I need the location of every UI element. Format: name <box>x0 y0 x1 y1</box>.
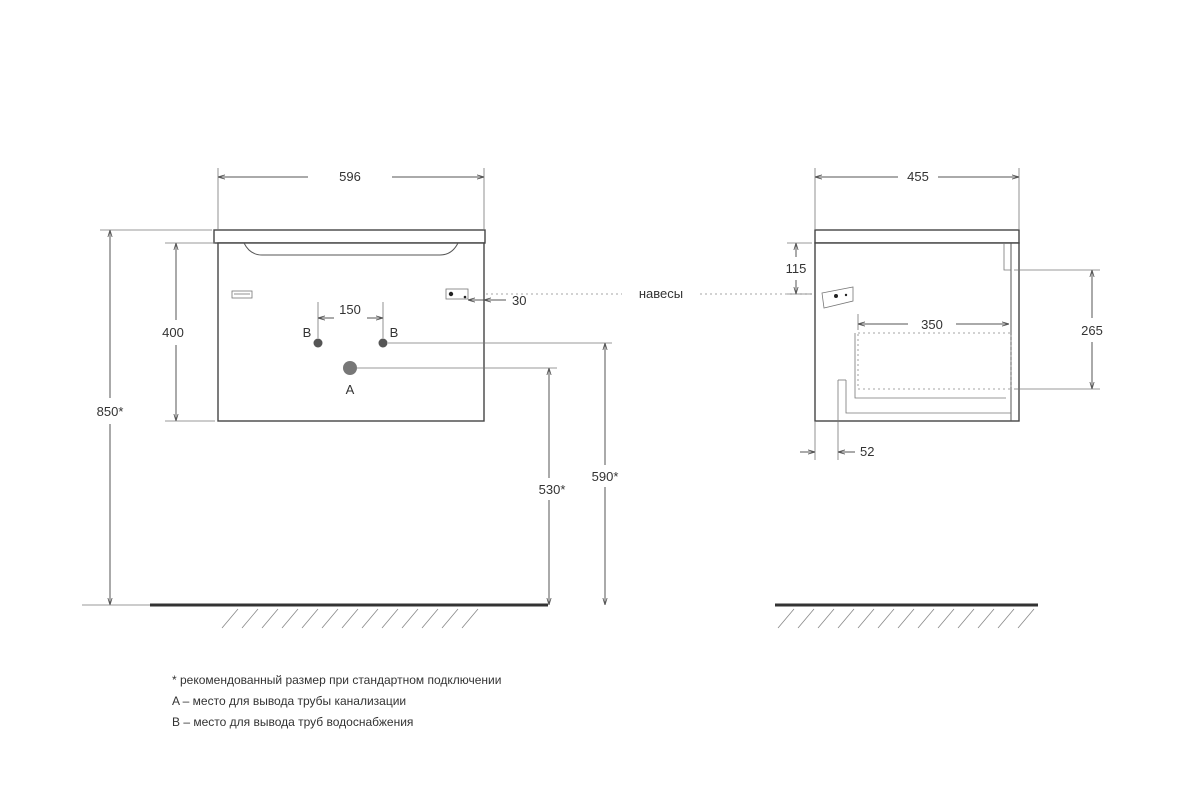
total-height-label: 850* <box>97 404 124 419</box>
drawer-depth-label: 350 <box>921 317 943 332</box>
legend-notes: * рекомендованный размер при стандартном… <box>172 670 501 733</box>
front-hinge-right <box>445 288 469 300</box>
hinge-offset-label: 30 <box>512 293 526 308</box>
front-handle-groove <box>243 242 459 256</box>
side-hinge-bracket <box>821 286 854 309</box>
pipe-b-right-marker <box>378 338 388 348</box>
front-height-label: 400 <box>162 325 184 340</box>
front-floor-hatch <box>221 608 479 629</box>
front-width-label: 596 <box>339 169 361 184</box>
side-drawer-box <box>857 332 1012 390</box>
hinge-height-label: 115 <box>786 261 807 276</box>
front-countertop <box>213 229 486 244</box>
side-countertop <box>814 229 1020 244</box>
pipe-b-right-label: B <box>390 325 399 340</box>
pipe-b-left-marker <box>313 338 323 348</box>
offset-label: 52 <box>860 444 874 459</box>
drawer-height-label: 265 <box>1081 323 1103 338</box>
pipe-b-left-label: B <box>303 325 312 340</box>
note-water-pipes: B – место для вывода труб водоснабжения <box>172 715 414 729</box>
pipe-a-label: A <box>346 382 355 397</box>
note-recommended-size: * рекомендованный размер при стандартном… <box>172 673 502 687</box>
front-cabinet-body <box>217 242 485 422</box>
side-siphon-cutout <box>837 380 1011 421</box>
pipe-a-marker <box>343 361 357 375</box>
note-drain-pipe: A – место для вывода трубы канализации <box>172 694 407 708</box>
side-view: 455 115 350 265 52 <box>775 168 1103 629</box>
side-cabinet-body <box>814 242 1020 422</box>
front-view: 596 400 850* 150 30 B B A 530* <box>82 168 619 629</box>
side-floor-hatch <box>777 608 1035 629</box>
side-depth-label: 455 <box>907 169 929 184</box>
front-hinge-left <box>231 290 253 299</box>
water-height-label: 590* <box>592 469 619 484</box>
hinge-callout-label: навесы <box>639 286 683 301</box>
drain-height-label: 530* <box>539 482 566 497</box>
pipe-spacing-label: 150 <box>339 302 361 317</box>
